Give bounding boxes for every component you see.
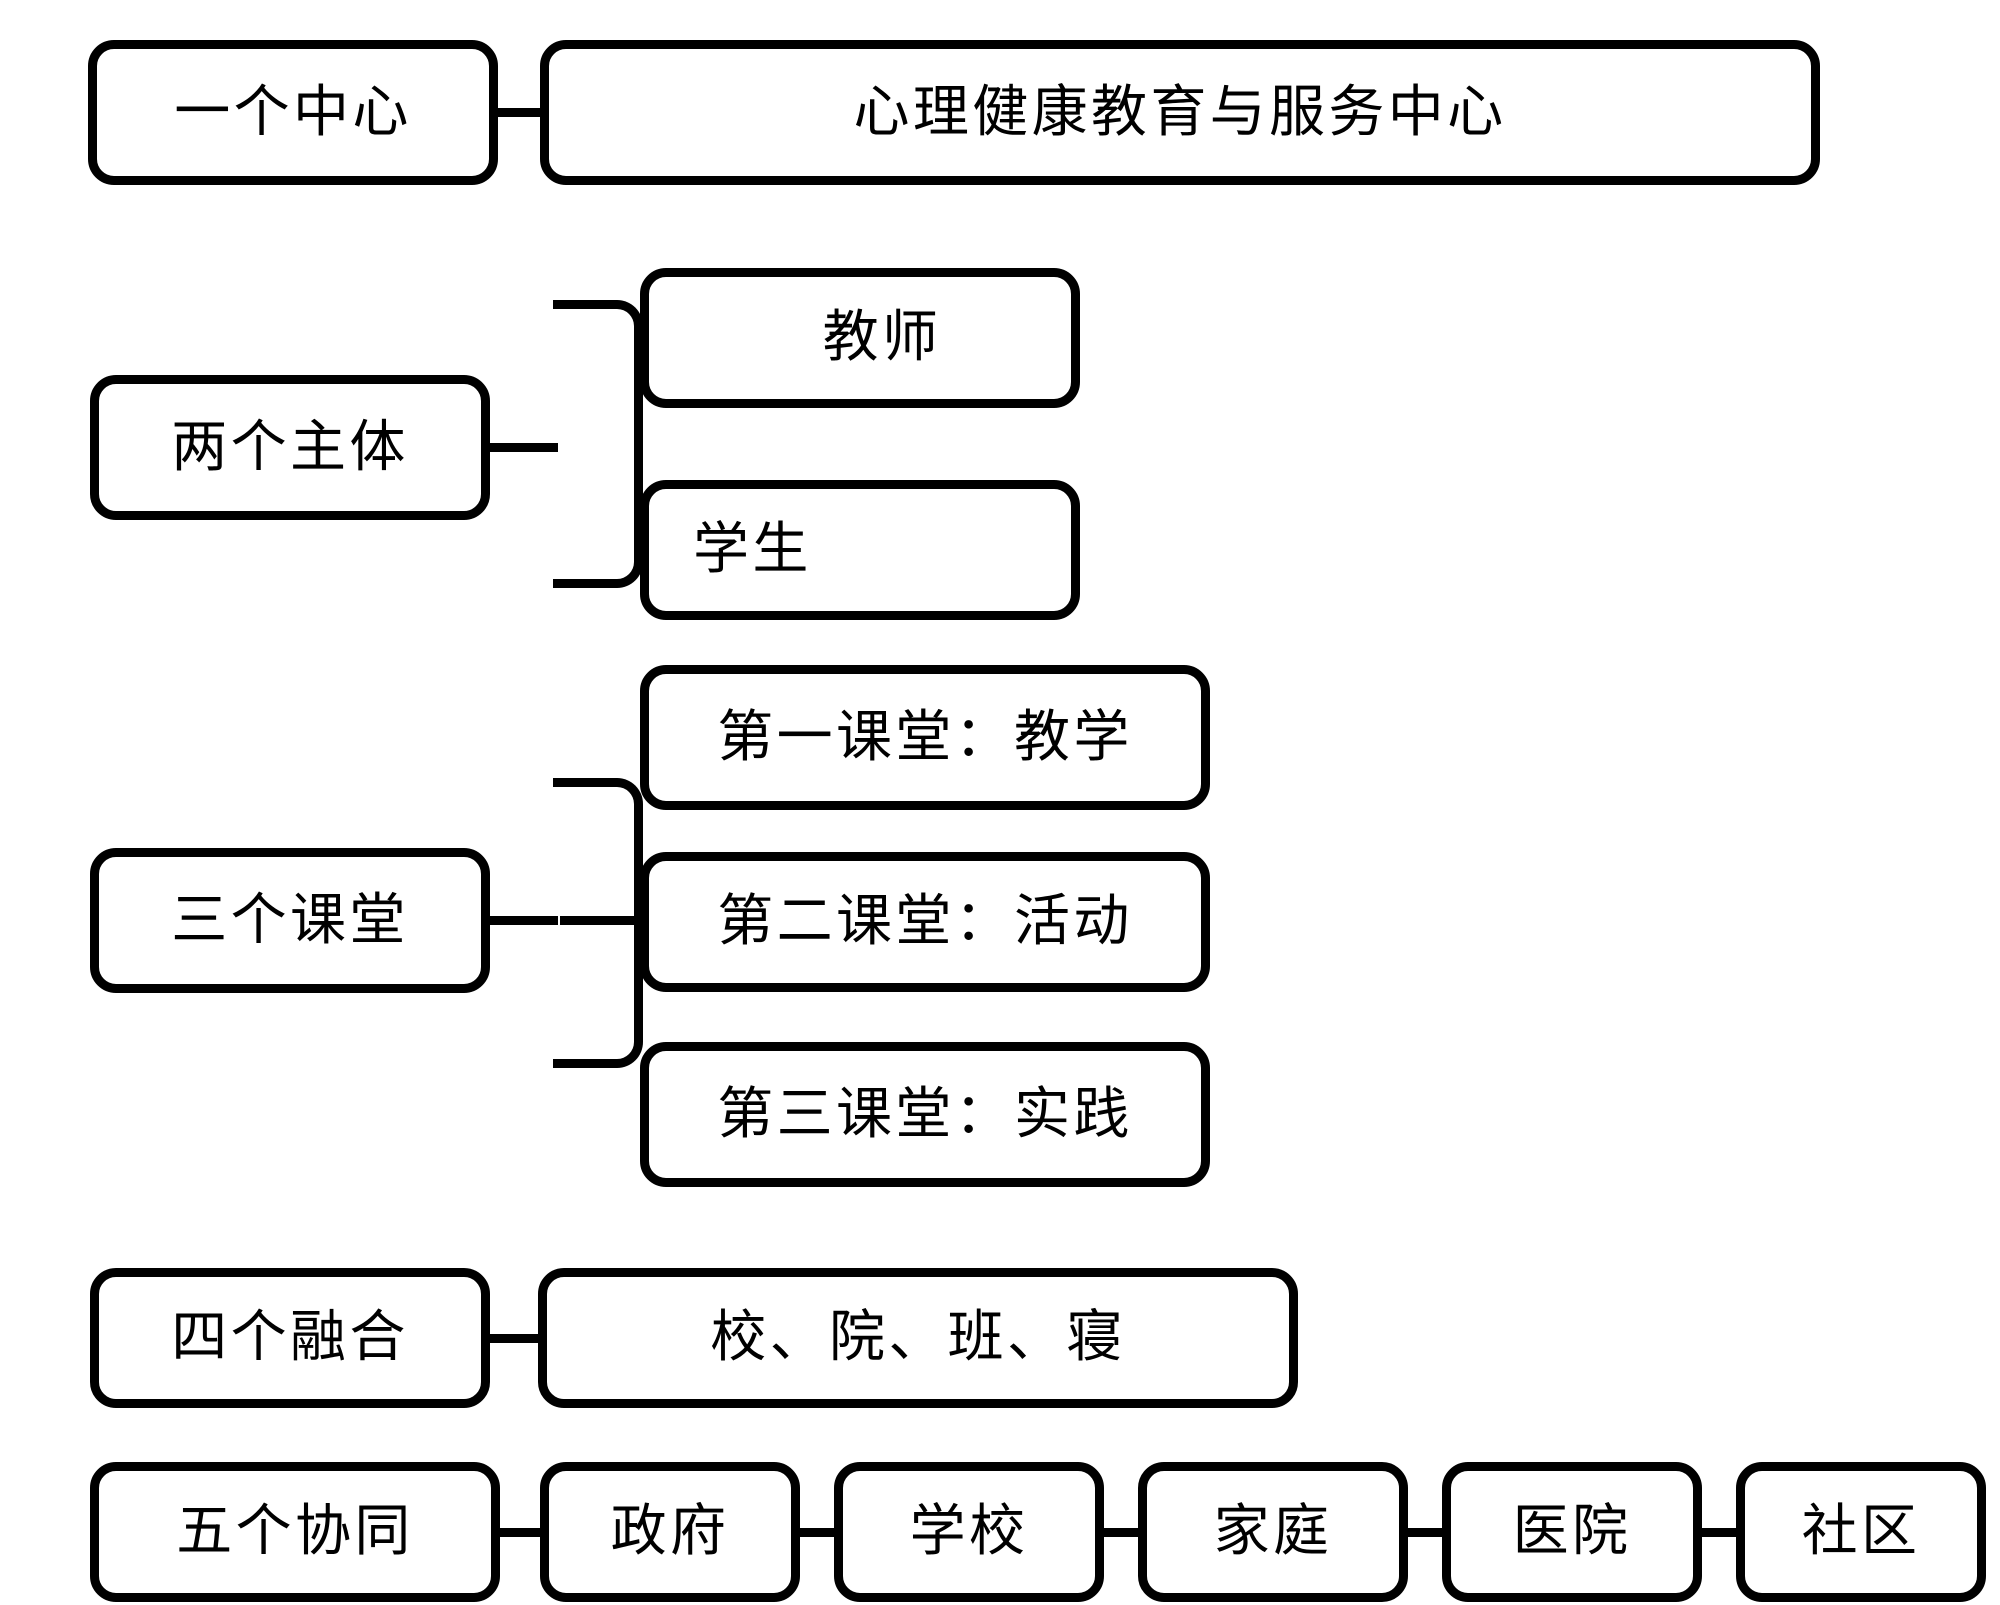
node-four-integration-child-0: 校、院、班、寝: [538, 1268, 1298, 1408]
node-label-text: 第二课堂：活动: [717, 891, 1133, 953]
node-label-text: 社区: [1801, 1501, 1921, 1563]
node-label-text: 第三课堂：实践: [717, 1083, 1133, 1146]
node-two-subjects-child-0: 教师: [640, 268, 1080, 408]
node-label-text: 校、院、班、寝: [710, 1307, 1126, 1369]
connector-row3-mid-tick: [560, 916, 650, 925]
connector-row5-stub-4: [1699, 1528, 1739, 1537]
node-three-classrooms-label: 三个课堂: [90, 848, 490, 993]
node-label-text: 第一课堂：教学: [717, 706, 1133, 769]
connector-row5-stub-0: [497, 1528, 543, 1537]
node-five-collaboration-label: 五个协同: [90, 1462, 500, 1602]
node-label-text: 五个协同: [176, 1501, 414, 1563]
node-label-text: 政府: [610, 1501, 730, 1563]
node-one-center-label: 一个中心: [88, 40, 498, 185]
connector-row2-bracket: [553, 300, 643, 588]
node-label-text: 心理健康教育与服务中心: [853, 81, 1507, 144]
connector-row1-stub: [495, 108, 545, 117]
node-label-text: 学校: [909, 1501, 1029, 1563]
connector-row5-stub-3: [1405, 1528, 1445, 1537]
node-five-collaboration-child-4: 社区: [1736, 1462, 1986, 1602]
node-label-text: 两个主体: [171, 416, 409, 479]
node-label-text: 四个融合: [171, 1307, 409, 1369]
connector-row4-stub: [488, 1334, 540, 1343]
node-label-text: 学生: [693, 519, 812, 581]
node-label-text: 一个中心: [174, 81, 412, 144]
node-five-collaboration-child-3: 医院: [1442, 1462, 1702, 1602]
connector-row2-stub: [488, 443, 558, 452]
connector-row5-stub-2: [1101, 1528, 1141, 1537]
node-five-collaboration-child-2: 家庭: [1138, 1462, 1408, 1602]
connector-row3-stub: [488, 916, 558, 925]
connector-row5-stub-1: [797, 1528, 837, 1537]
node-three-classrooms-child-0: 第一课堂：教学: [640, 665, 1210, 810]
node-three-classrooms-child-1: 第二课堂：活动: [640, 852, 1210, 992]
node-label-text: 三个课堂: [171, 889, 409, 952]
node-label-text: 教师: [822, 307, 942, 369]
node-one-center-child-0: 心理健康教育与服务中心: [540, 40, 1820, 185]
node-five-collaboration-child-0: 政府: [540, 1462, 800, 1602]
node-three-classrooms-child-2: 第三课堂：实践: [640, 1042, 1210, 1187]
node-five-collaboration-child-1: 学校: [834, 1462, 1104, 1602]
node-four-integration-label: 四个融合: [90, 1268, 490, 1408]
node-label-text: 医院: [1512, 1501, 1632, 1563]
node-two-subjects-label: 两个主体: [90, 375, 490, 520]
node-two-subjects-child-1: 学生: [640, 480, 1080, 620]
node-label-text: 家庭: [1213, 1501, 1333, 1563]
